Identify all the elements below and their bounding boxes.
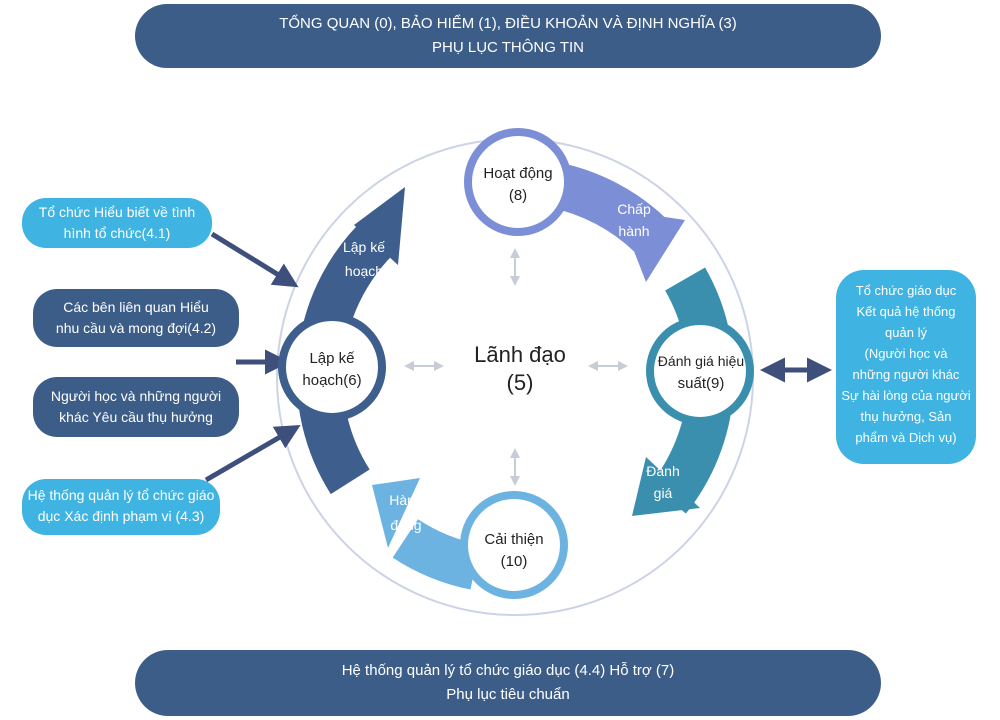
input-arrow-4 [204, 424, 301, 483]
top-banner-line1: TỔNG QUAN (0), BẢO HIỂM (1), ĐIỀU KHOẢN … [279, 15, 737, 32]
input-pill-line: hình tổ chức(4.1) [63, 225, 171, 241]
output-pill-line: quản lý [885, 325, 927, 340]
input-pill-learners: Người học và những người khác Yêu cầu th… [33, 377, 239, 437]
input-pill-line: Người học và những người [50, 388, 222, 404]
node-top-line1: Hoạt động [483, 165, 552, 182]
output-pill-line: thụ hưởng, Sản [860, 409, 952, 424]
arrow-check-label2: giá [654, 485, 673, 501]
input-pill-line: Tổ chức Hiểu biết về tình [38, 204, 196, 220]
node-bottom-circle [460, 491, 568, 599]
arrow-check-label1: Đánh [646, 463, 679, 479]
arrow-do-label1: Chấp [617, 201, 651, 217]
output-pill-line: Sự hài lòng của người [841, 388, 971, 403]
top-banner-line2: PHỤ LỤC THÔNG TIN [432, 39, 584, 56]
arrow-do-label2: hành [618, 223, 649, 239]
node-right-circle [646, 317, 754, 425]
arrow-plan-head [354, 187, 405, 265]
center-line1: Lãnh đạo [474, 342, 566, 367]
output-pill-line: Tổ chức giáo dục [855, 283, 957, 298]
input-pill-line: nhu cầu và mong đợi(4.2) [55, 320, 217, 336]
input-pill-line: khác Yêu cầu thụ hưởng [59, 409, 213, 425]
input-arrow-1 [210, 231, 299, 288]
center-line2: (5) [507, 370, 534, 395]
node-right-line1: Đánh giá hiệu [658, 353, 744, 369]
node-bottom-line1: Cải thiện [484, 531, 543, 548]
output-pill-line: phẩm và Dịch vụ) [855, 430, 957, 445]
output-pill-results: Tổ chức giáo dục Kết quả hệ thống quản l… [836, 270, 976, 464]
arrow-do-head [618, 210, 685, 282]
bottom-banner-line1: Hệ thống quản lý tổ chức giáo dục (4.4) … [341, 662, 675, 679]
node-top-circle [464, 128, 572, 236]
node-right-line2: suất(9) [678, 375, 725, 392]
input-pill-stakeholders: Các bên liên quan Hiểu nhu cầu và mong đ… [33, 289, 239, 347]
bottom-banner-line2: Phụ lục tiêu chuẩn [446, 686, 570, 703]
node-left-line2: hoạch(6) [302, 372, 361, 389]
node-bottom-line2: (10) [501, 553, 528, 570]
arrow-check-head [632, 457, 700, 516]
input-pill-line: dục Xác định phạm vi (4.3) [37, 508, 205, 524]
input-pill-context: Tổ chức Hiểu biết về tình hình tổ chức(4… [22, 198, 212, 248]
arrow-act-label1: Hành [389, 492, 422, 508]
output-pill-line: những người khác [852, 367, 960, 382]
top-banner: TỔNG QUAN (0), BẢO HIỂM (1), ĐIỀU KHOẢN … [135, 4, 881, 68]
node-left-circle [278, 313, 386, 421]
arrow-act-head [372, 478, 420, 548]
output-pill-line: Kết quả hệ thống [856, 304, 956, 319]
bottom-banner: Hệ thống quản lý tổ chức giáo dục (4.4) … [135, 650, 881, 716]
input-pill-scope: Hệ thống quản lý tổ chức giáo dục Xác đị… [22, 479, 220, 535]
output-pill-line: (Người học và [864, 346, 948, 361]
node-top-line2: (8) [509, 187, 527, 204]
input-pill-line: Các bên liên quan Hiểu [63, 299, 209, 315]
arrow-plan-label1: Lập kế [343, 239, 385, 255]
input-pill-line: Hệ thống quản lý tổ chức giáo [27, 487, 215, 503]
arrow-plan-label2: hoạch [345, 263, 383, 279]
arrow-act-label2: động [390, 517, 421, 533]
node-left-line1: Lập kế [309, 350, 355, 367]
